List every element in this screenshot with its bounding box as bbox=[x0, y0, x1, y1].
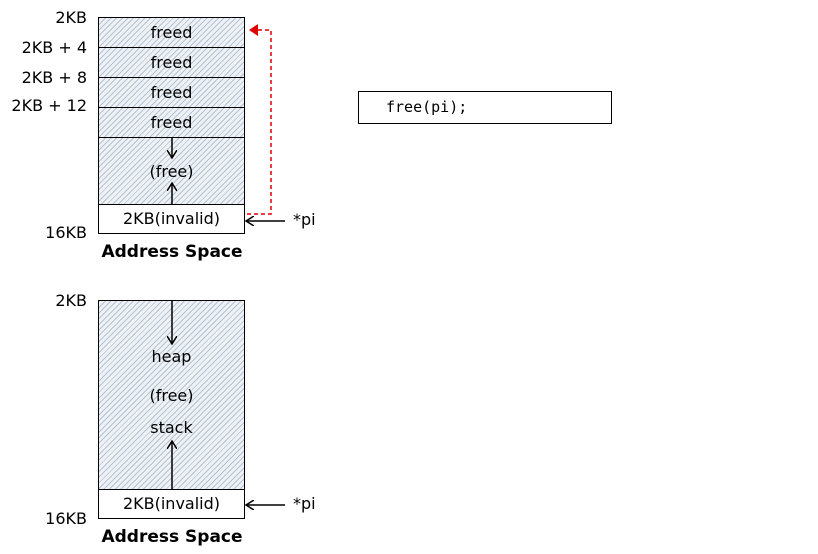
addr-label-2kb-plus-8: 2KB + 8 bbox=[21, 68, 87, 87]
freed-cell: freed bbox=[98, 107, 245, 138]
addr-label-2kb-plus-4: 2KB + 4 bbox=[21, 38, 87, 57]
invalid-cell: 2KB(invalid) bbox=[98, 489, 245, 519]
address-space-caption: Address Space bbox=[101, 242, 243, 262]
freed-cell: freed bbox=[98, 47, 245, 78]
invalid-cell: 2KB(invalid) bbox=[98, 204, 245, 234]
dangling-pointer-arrow bbox=[247, 24, 272, 215]
freed-cell: freed bbox=[98, 17, 245, 48]
addr-label-2kb: 2KB bbox=[55, 8, 87, 27]
stack-label: stack bbox=[150, 418, 193, 437]
pointer-label: *pi bbox=[293, 210, 316, 229]
pointer-label: *pi bbox=[293, 494, 316, 513]
addr-label-16kb: 16KB bbox=[45, 223, 87, 242]
addr-label-2kb: 2KB bbox=[55, 291, 87, 310]
addr-label-2kb-plus-12: 2KB + 12 bbox=[11, 96, 87, 115]
address-space-caption: Address Space bbox=[101, 527, 243, 547]
free-region-label: (free) bbox=[149, 386, 194, 405]
code-box: free(pi); bbox=[358, 91, 612, 124]
free-region-label: (free) bbox=[149, 162, 194, 181]
addr-label-16kb: 16KB bbox=[45, 509, 87, 528]
freed-cell: freed bbox=[98, 77, 245, 108]
heap-label: heap bbox=[151, 347, 192, 366]
